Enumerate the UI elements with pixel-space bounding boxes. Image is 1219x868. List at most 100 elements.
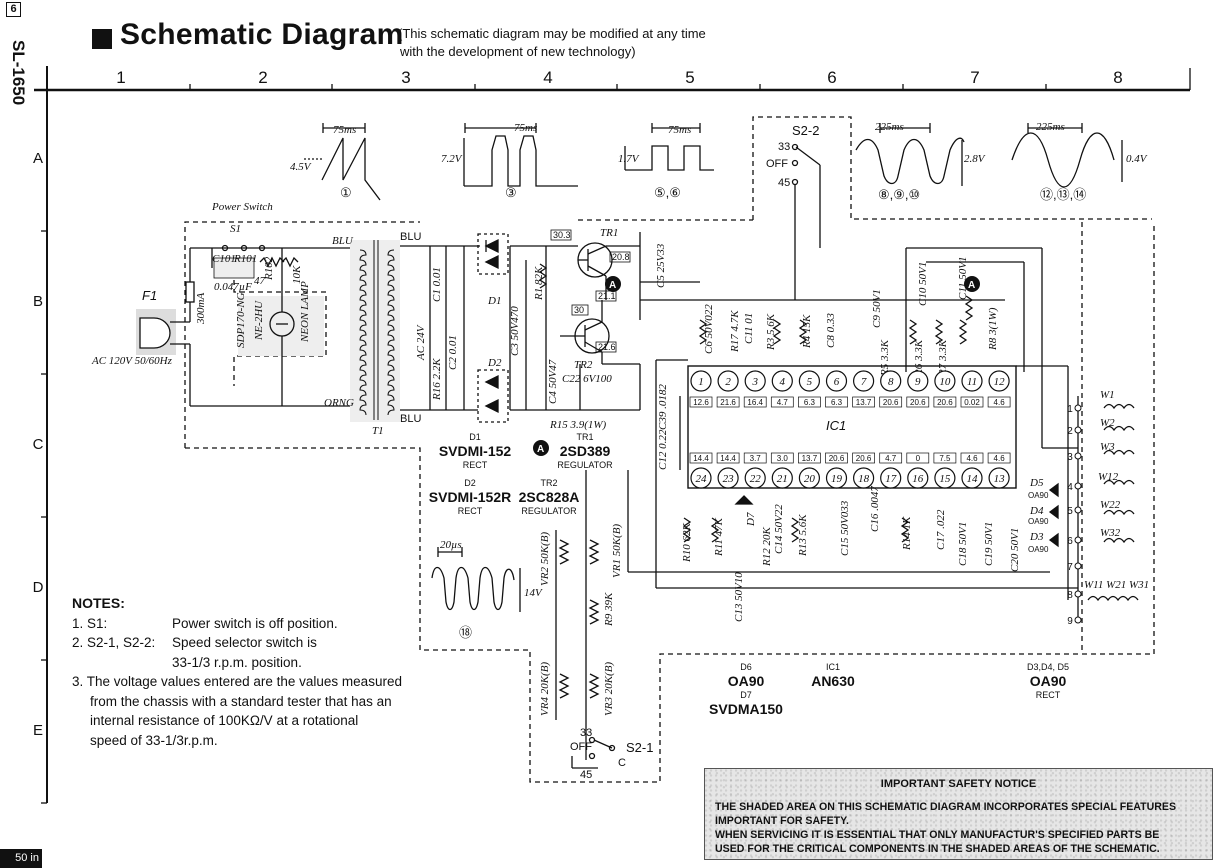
title-note-line2: with the development of new technology): [400, 44, 636, 59]
ic-pin-4-num: 4: [780, 376, 786, 388]
r15-label: R15 3.9(1W): [549, 419, 607, 431]
note-3-line1: 3. The voltage values entered are the va…: [72, 674, 402, 689]
fuse-label: F1: [142, 288, 157, 303]
part-d2-type: RECT: [457, 506, 483, 516]
vr1-label: VR1 50K(B): [611, 524, 623, 578]
part-d6-ref: D6: [740, 662, 752, 672]
r101-value: 47: [254, 275, 266, 287]
ic-pin-13-num: 13: [994, 473, 1006, 485]
ic-pin-14: [961, 467, 983, 489]
ic-pin-20: [798, 467, 821, 489]
grid-col-1: 1: [116, 68, 126, 87]
wave12-label: ⑫,⑬,⑭: [1040, 187, 1086, 202]
d4-part: OA90: [1028, 517, 1049, 526]
note-2-key: 2. S2-1, S2-2:: [72, 635, 156, 650]
safety-line1: THE SHADED AREA ON THIS SCHEMATIC DIAGRA…: [715, 801, 1177, 813]
connector-terminal-4-num: 4: [1067, 482, 1073, 493]
ic-pin-1-volt: 12.6: [693, 398, 709, 407]
title-bullet-icon: [92, 29, 112, 49]
s21-off: OFF: [570, 741, 592, 753]
ic-pin-10-volt-box: [933, 396, 957, 408]
page-title: Schematic Diagram: [120, 18, 404, 51]
ic-pin-19-volt: 20.6: [829, 454, 845, 463]
wave56-label: ⑤,⑥: [654, 185, 681, 200]
ic-pin-9-volt: 20.6: [910, 398, 926, 407]
grid-row-C: C: [32, 436, 44, 453]
ic-pin-7-volt: 13.7: [856, 398, 872, 407]
safety-title: IMPORTANT SAFETY NOTICE: [880, 778, 1037, 790]
s22-off: OFF: [766, 158, 788, 170]
ic-pin-13-volt-box: [987, 452, 1011, 464]
c14-label: C14 50V22: [773, 504, 785, 554]
s21-pos33: 33: [580, 727, 592, 739]
wave8-label: ⑧,⑨,⑩: [878, 187, 920, 202]
notes-section: NOTES: 1. S1:Power switch is off positio…: [72, 594, 402, 750]
c16-label: C16 .0047: [869, 486, 881, 532]
ic-pin-9-num: 9: [915, 376, 921, 388]
c18-label: C18 50V1: [957, 522, 969, 566]
part-tr2-ref: TR2: [540, 478, 558, 488]
part-tr2-name: 2SC828A: [518, 489, 580, 505]
vr3-label: VR3 20K(B): [603, 662, 615, 716]
c20-label: C20 50V1: [1009, 528, 1021, 572]
ic-pin-8: [880, 370, 902, 392]
r102-label: R102: [263, 256, 275, 281]
grid-row-E: E: [32, 722, 43, 739]
ic-pin-6-volt-box: [825, 396, 848, 408]
ic-pin-15: [934, 467, 956, 489]
coil-w32: W32: [1100, 527, 1121, 539]
test-point-a-1: A: [609, 280, 616, 291]
ic-pin-16-volt: 0: [916, 454, 921, 463]
ic-pin-21-volt-box: [770, 452, 794, 464]
ic-pin-18-num: 18: [858, 473, 870, 485]
part-d2: D2 SVDMI-152R RECT: [418, 476, 522, 518]
neon-part-label: NE-2HU: [253, 300, 265, 341]
page-number-box: 6: [6, 2, 21, 17]
coil-w11: W11 W21 W31: [1084, 579, 1149, 591]
ic-pin-3: [744, 370, 766, 392]
ic-pin-14-volt-box: [960, 452, 984, 464]
c10-label: C10 50V1: [917, 262, 929, 306]
c12-label: C12 0.22: [657, 429, 669, 470]
ic-pin-3-num: 3: [751, 376, 758, 388]
part-ic1-name: AN630: [811, 673, 855, 689]
coil-w12: W12: [1098, 471, 1119, 483]
ic-pin-15-num: 15: [939, 473, 951, 485]
ic-pin-13-volt: 4.6: [994, 454, 1006, 463]
s22-pos33: 33: [778, 141, 790, 153]
r10-label: R10 62K: [681, 523, 693, 563]
note-1-text: Power switch is off position.: [172, 615, 338, 631]
r13-label: R13 5.6K: [797, 514, 809, 557]
connector-terminal-2-num: 2: [1067, 426, 1073, 437]
ic-pin-2: [717, 370, 739, 392]
corner-tag: 50 in: [0, 849, 42, 868]
r102-value: 10K: [291, 265, 303, 284]
neon-lamp-label: NEON LAMP: [299, 281, 311, 343]
grid-col-7: 7: [970, 68, 980, 87]
d6d7-label: D7: [745, 512, 757, 527]
part-d6-d7: D6 OA90 D7 SVDMA150: [704, 660, 788, 716]
wave1-label: ①: [340, 185, 352, 200]
coil-w1: W1: [1100, 389, 1115, 401]
vr4-label: VR4 20K(B): [539, 662, 551, 716]
test-point-a-2: A: [537, 444, 544, 455]
ic-pin-9-volt-box: [906, 396, 930, 408]
ic-pin-15-volt-box: [933, 452, 957, 464]
tr1-label: TR1: [600, 227, 618, 239]
ic-pin-23-volt: 14.4: [720, 454, 736, 463]
fuse-rating: 300mA: [195, 293, 207, 325]
blu-tap-label: BLU: [400, 231, 421, 243]
ic-pin-2-volt: 21.6: [720, 398, 736, 407]
ic-pin-11: [961, 370, 983, 392]
connector-terminal-7: [1074, 562, 1082, 570]
tp-20-8: 20.8: [612, 252, 630, 262]
wave18-amplitude: 14V: [524, 587, 543, 599]
c8-label: C8 0.33: [825, 313, 837, 348]
d3-label: D3: [1029, 531, 1044, 543]
c3-label: C3 50V470: [509, 306, 521, 356]
connector-terminal-8-num: 8: [1067, 590, 1073, 601]
ic-pin-21: [771, 467, 793, 489]
ic-pin-1-volt-box: [689, 396, 713, 408]
sdp-label: SDP170-NG: [235, 292, 247, 348]
wave18-label: ⑱: [459, 625, 472, 640]
